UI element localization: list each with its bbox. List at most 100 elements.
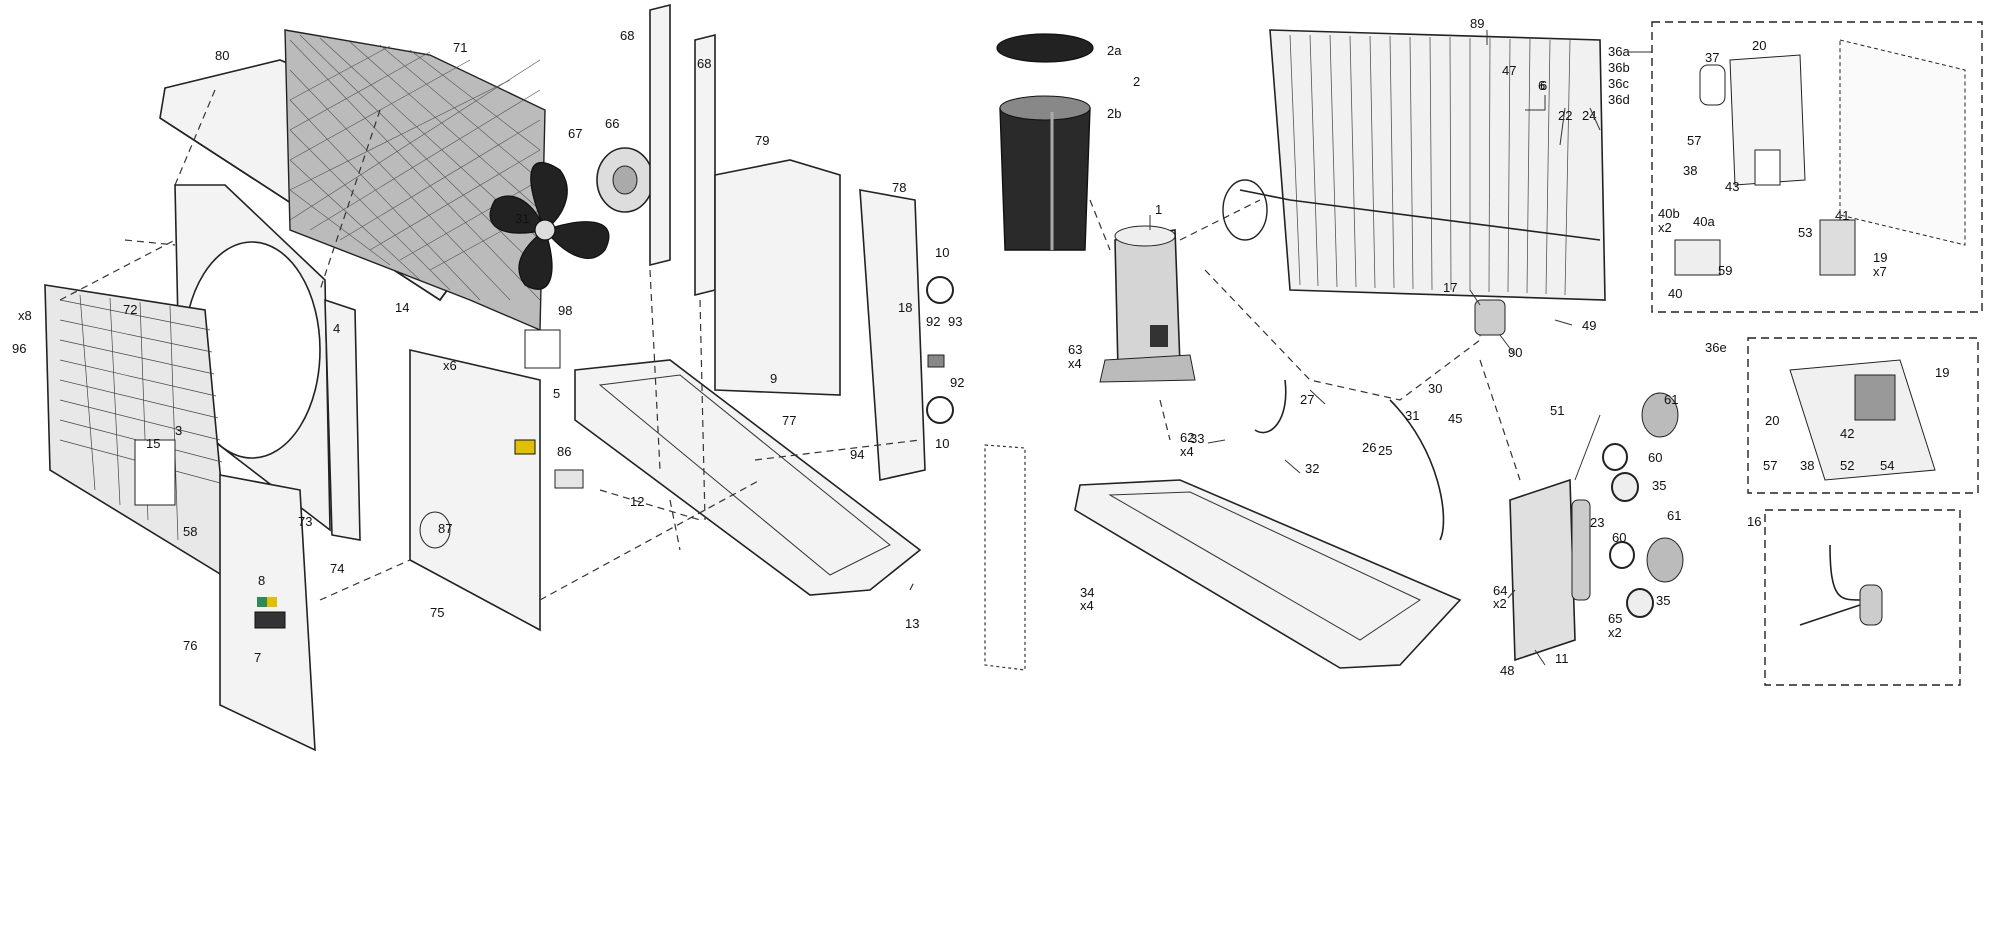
label: 10 <box>935 436 949 451</box>
label: x8 <box>18 308 32 323</box>
label: 34 <box>1080 585 1094 600</box>
label: 35 <box>1656 593 1670 608</box>
label: 6 <box>1538 78 1545 93</box>
label: 62 <box>1180 430 1194 445</box>
label: 72 <box>123 302 137 317</box>
condenser-coil <box>1222 29 1606 301</box>
label: 16 <box>1747 514 1761 529</box>
label: 17 <box>1443 280 1457 295</box>
label: 2 <box>1133 74 1140 89</box>
label: 31 <box>515 211 529 226</box>
label: 20 <box>1752 38 1766 53</box>
label: 65 <box>1608 611 1622 626</box>
label: 2b <box>1107 106 1121 121</box>
label: 75 <box>430 605 444 620</box>
label: 23 <box>1590 515 1604 530</box>
motor-bracket-rear <box>694 33 716 297</box>
label: 38 <box>1683 163 1697 178</box>
label: 68 <box>620 28 634 43</box>
label: 1 <box>1155 202 1162 217</box>
label: 59 <box>1718 263 1732 278</box>
label: 73 <box>298 514 312 529</box>
left-part-labels: 80 71 68 68 79 78 67 66 31 14 72 x8 96 4… <box>12 28 1545 665</box>
label: 2a <box>1107 43 1122 58</box>
label: 10 <box>935 245 949 260</box>
label: 71 <box>453 40 467 55</box>
water-fitting-upper <box>1641 392 1679 438</box>
gasket-60-upper <box>1602 443 1628 471</box>
label: 90 <box>1508 345 1522 360</box>
label: 14 <box>395 300 409 315</box>
label: 37 <box>1705 50 1719 65</box>
fan-blade <box>489 161 610 290</box>
label: 52 <box>1840 458 1854 473</box>
label: 77 <box>782 413 796 428</box>
label: 5 <box>553 386 560 401</box>
label: 53 <box>1798 225 1812 240</box>
label: 42 <box>1840 426 1854 441</box>
label: 51 <box>1550 403 1564 418</box>
frame-side-strip <box>324 298 361 541</box>
cable-plug <box>554 469 584 489</box>
label: x6 <box>443 358 457 373</box>
label: 45 <box>1448 411 1462 426</box>
label: 36c <box>1608 76 1629 91</box>
label: 79 <box>755 133 769 148</box>
water-fitting-lower <box>1646 537 1684 583</box>
label: 41 <box>1835 208 1849 223</box>
label: x2 <box>1658 220 1672 235</box>
label: 93 <box>948 314 962 329</box>
inset-control-board <box>1651 21 1983 313</box>
partition-wall <box>714 159 841 396</box>
label: 86 <box>557 444 571 459</box>
label: 36a <box>1608 44 1630 59</box>
label: 57 <box>1763 458 1777 473</box>
gasket-35-lower <box>1626 588 1654 618</box>
base-pan <box>574 359 922 596</box>
gland-fitting <box>927 354 945 368</box>
label: 19 <box>1873 250 1887 265</box>
gasket-lower <box>926 396 954 424</box>
label: x2 <box>1608 625 1622 640</box>
label: 92 <box>926 314 940 329</box>
label: 30 <box>1428 381 1442 396</box>
label: 7 <box>254 650 261 665</box>
mount-bracket <box>524 329 561 369</box>
label: 68 <box>697 56 711 71</box>
label: x7 <box>1873 264 1887 279</box>
label: 18 <box>898 300 912 315</box>
label: 15 <box>146 436 160 451</box>
label: 31 <box>1405 408 1419 423</box>
label: 58 <box>183 524 197 539</box>
label: 3 <box>175 423 182 438</box>
label: 20 <box>1765 413 1779 428</box>
label: 94 <box>850 447 864 462</box>
label: 36e <box>1705 340 1727 355</box>
label: 96 <box>12 341 26 356</box>
electrical-box <box>859 189 926 481</box>
label: 9 <box>770 371 777 386</box>
label: 19 <box>1935 365 1949 380</box>
right-part-labels: 2a 2 2b 1 63 x4 62 x4 89 47 6 22 24 17 9… <box>1068 16 1681 678</box>
inset-36e <box>1747 337 1979 494</box>
side-panel <box>409 348 541 632</box>
inset-mid-labels: 36e 19 20 57 38 42 52 54 <box>1705 340 1949 473</box>
label: x4 <box>1080 598 1094 613</box>
compressor-jacket <box>999 107 1091 251</box>
label: 38 <box>1800 458 1814 473</box>
label: 57 <box>1687 133 1701 148</box>
label: 74 <box>330 561 344 576</box>
label: 36b <box>1608 60 1630 75</box>
label: 40 <box>1668 286 1682 301</box>
side-column-panel <box>984 444 1026 671</box>
label: 92 <box>950 375 964 390</box>
leader-lines <box>1149 30 1652 666</box>
label: 25 <box>1378 443 1392 458</box>
label: x4 <box>1068 356 1082 371</box>
inset-top-labels: 36a 36b 36c 36d 37 20 57 43 38 40b x2 40… <box>1608 38 1887 301</box>
label: 49 <box>1582 318 1596 333</box>
label: 76 <box>183 638 197 653</box>
base-pan-right <box>1074 479 1462 669</box>
plate-heat-exchanger <box>1509 478 1576 662</box>
